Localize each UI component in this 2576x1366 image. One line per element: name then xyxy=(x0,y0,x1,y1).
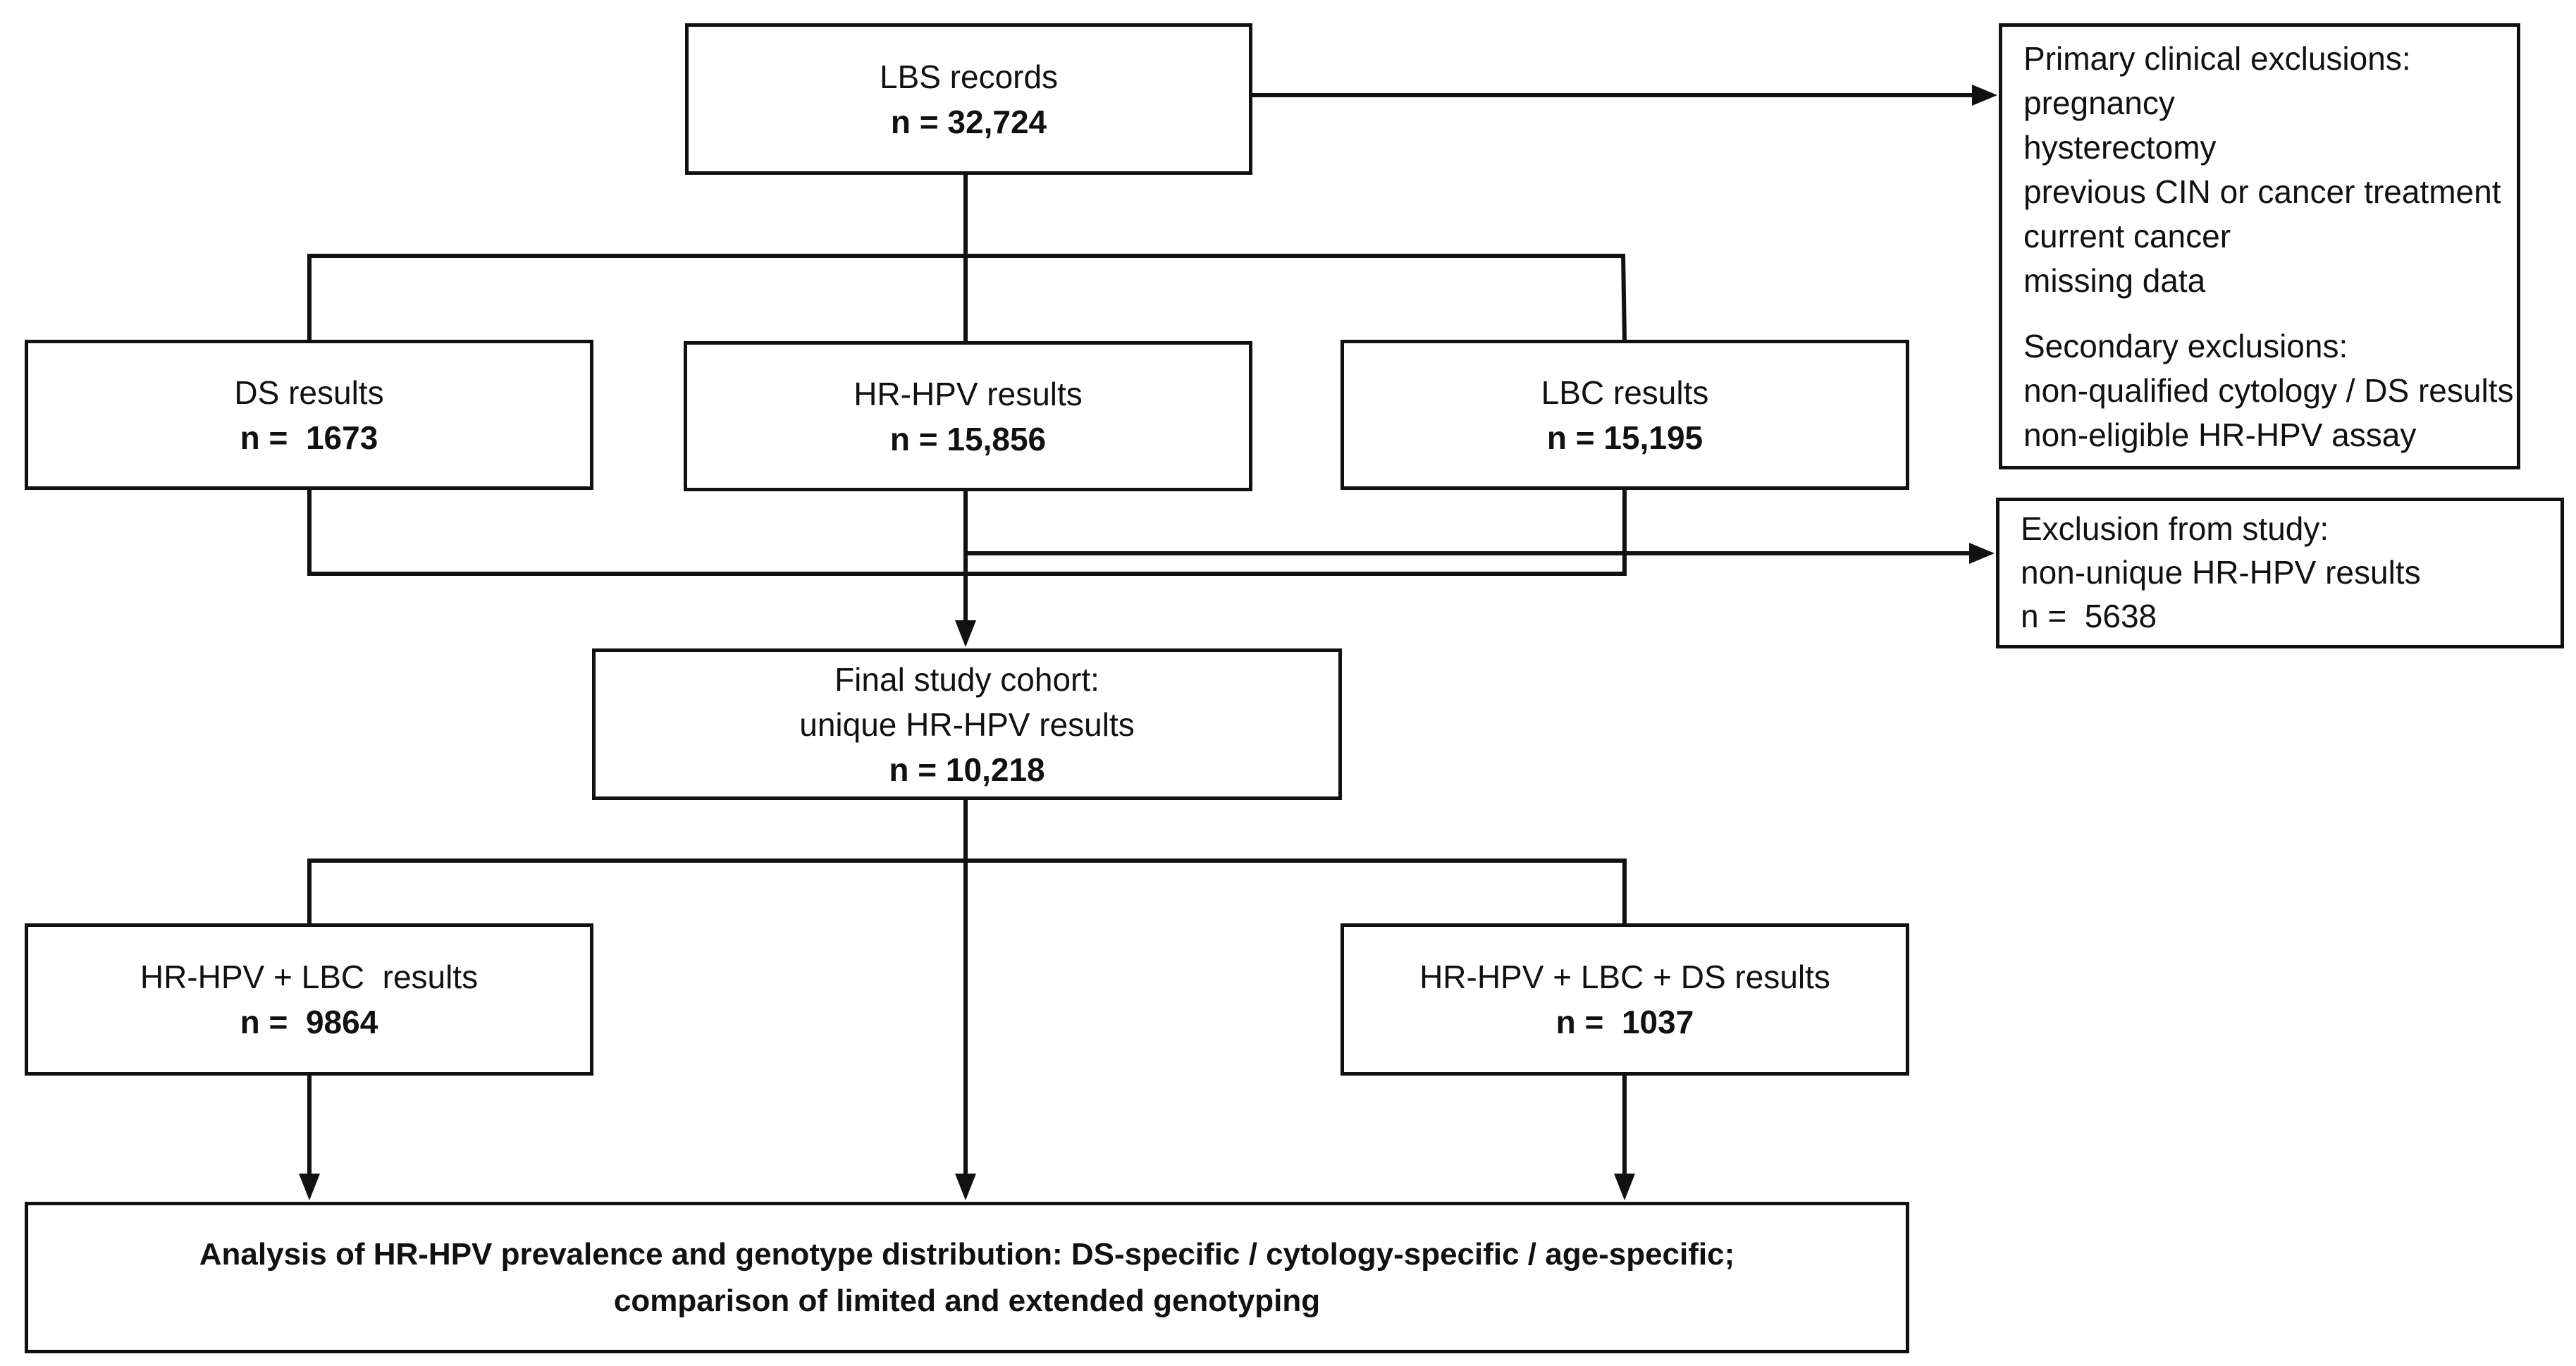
analysis-line1: Analysis of HR-HPV prevalence and genoty… xyxy=(199,1236,1735,1272)
hrhpv-lbc-ds-results-count: n = 1037 xyxy=(1555,1004,1694,1040)
hrhpv-results-count: n = 15,856 xyxy=(889,420,1047,457)
secondary-exclusion-item: non-eligible HR-HPV assay xyxy=(2023,417,2417,453)
final-cohort-count: n = 10,218 xyxy=(889,751,1045,788)
primary-exclusion-item: current cancer xyxy=(2023,218,2231,254)
arrowhead-analysis-right xyxy=(1614,1174,1635,1200)
connector-to-lbc xyxy=(1621,253,1627,340)
hrhpv-lbc-results-box: HR-HPV + LBC results n = 9864 xyxy=(25,923,593,1076)
primary-exclusion-item: hysterectomy xyxy=(2023,129,2217,166)
ds-results-label: DS results xyxy=(234,374,384,411)
arrowhead-analysis-left xyxy=(299,1174,320,1200)
arrowhead-study-exclusion xyxy=(1969,543,1995,564)
final-cohort-label-line2: unique HR-HPV results xyxy=(799,706,1135,743)
study-exclusion-title: Exclusion from study: xyxy=(2021,510,2329,547)
hrhpv-lbc-results-label: HR-HPV + LBC results xyxy=(140,959,479,995)
clinical-exclusions-box: Primary clinical exclusions: pregnancy h… xyxy=(1999,23,2520,469)
lbc-results-label: LBC results xyxy=(1541,374,1709,411)
final-cohort-label-line1: Final study cohort: xyxy=(834,660,1099,698)
secondary-exclusion-item: non-qualified cytology / DS results xyxy=(2023,372,2514,409)
arrowhead-analysis-center xyxy=(955,1174,976,1200)
exclusions-spacer xyxy=(2023,303,2497,324)
study-exclusion-item: non-unique HR-HPV results xyxy=(2021,554,2421,591)
study-exclusion-box: Exclusion from study: non-unique HR-HPV … xyxy=(1996,498,2564,648)
hrhpv-results-label: HR-HPV results xyxy=(853,375,1083,412)
study-exclusion-count: n = 5638 xyxy=(2021,598,2157,634)
hrhpv-lbc-ds-results-label: HR-HPV + LBC + DS results xyxy=(1419,959,1830,995)
ds-results-count: n = 1673 xyxy=(240,419,378,456)
lbs-records-count: n = 32,724 xyxy=(890,103,1047,140)
primary-exclusion-item: missing data xyxy=(2023,262,2206,299)
primary-exclusion-item: pregnancy xyxy=(2023,85,2175,121)
hrhpv-lbc-results-count: n = 9864 xyxy=(240,1004,378,1040)
analysis-line2: comparison of limited and extended genot… xyxy=(613,1283,1321,1318)
primary-exclusion-item: previous CIN or cancer treatment xyxy=(2023,173,2501,210)
lbc-results-box: LBC results n = 15,195 xyxy=(1341,340,1909,490)
ds-results-box: DS results n = 1673 xyxy=(25,340,593,490)
primary-exclusions-title: Primary clinical exclusions: xyxy=(2023,40,2411,77)
analysis-box: Analysis of HR-HPV prevalence and genoty… xyxy=(25,1202,1909,1353)
hrhpv-lbc-ds-results-box: HR-HPV + LBC + DS results n = 1037 xyxy=(1341,923,1909,1076)
hrhpv-results-box: HR-HPV results n = 15,856 xyxy=(684,341,1252,491)
lbs-records-box: LBS records n = 32,724 xyxy=(685,23,1252,175)
lbc-results-count: n = 15,195 xyxy=(1546,419,1703,456)
final-cohort-box: Final study cohort: unique HR-HPV result… xyxy=(592,648,1342,800)
arrowhead-final-cohort xyxy=(955,620,976,647)
lbs-records-label: LBS records xyxy=(879,58,1059,95)
arrowhead-exclusions xyxy=(1972,85,1997,106)
secondary-exclusions-title: Secondary exclusions: xyxy=(2023,328,2348,364)
